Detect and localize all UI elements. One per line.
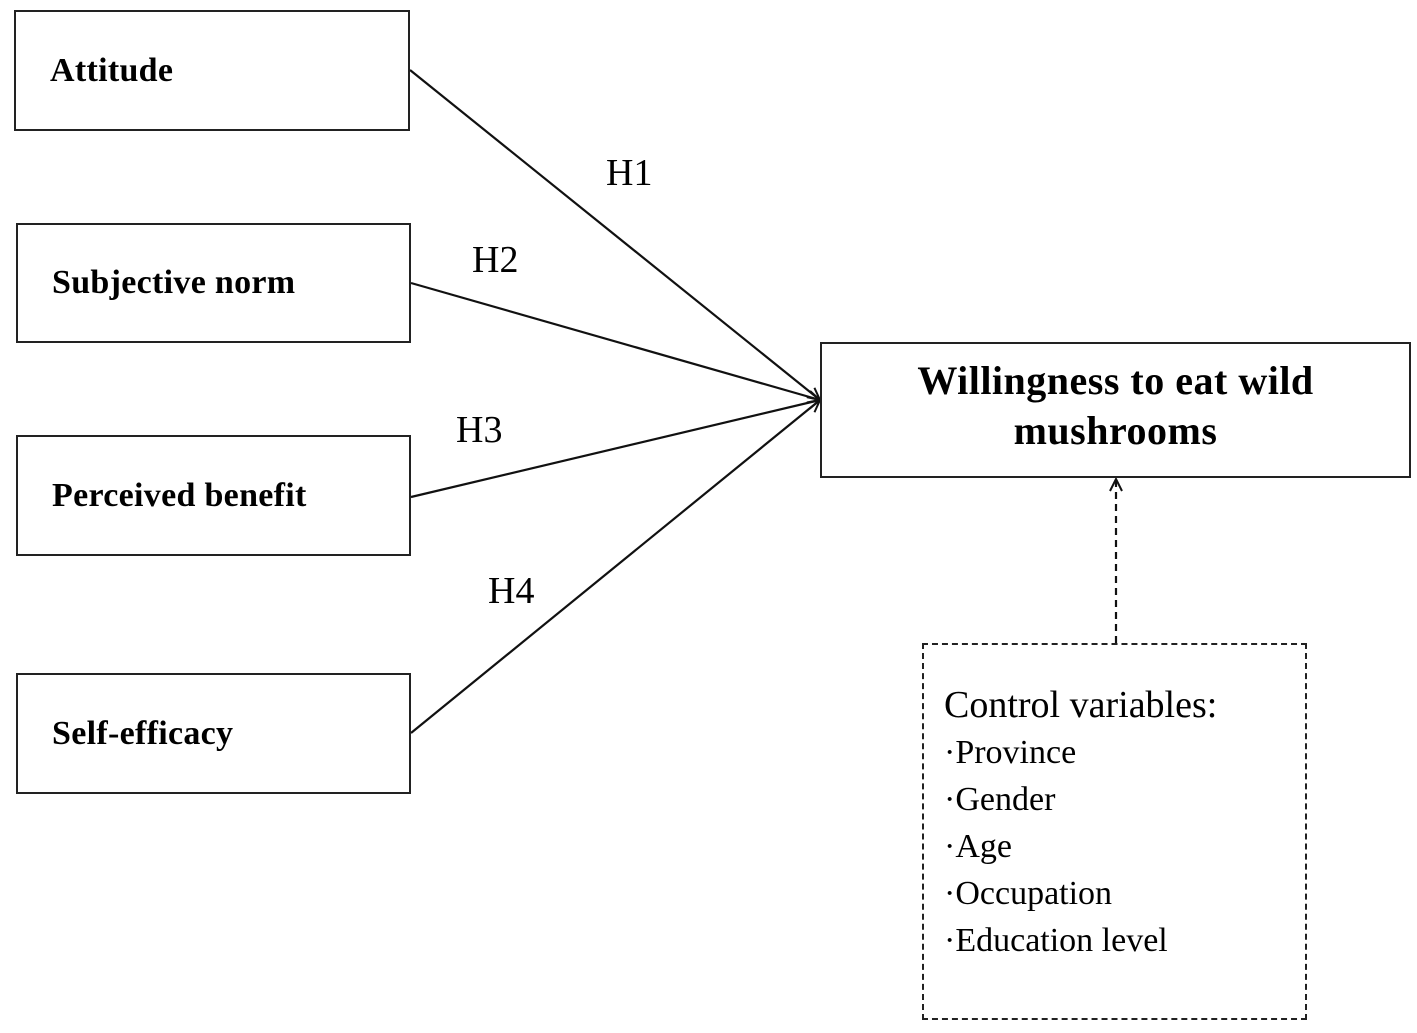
perceived-benefit-label: Perceived benefit <box>52 476 307 514</box>
control-variables-title: Control variables: <box>944 684 1218 726</box>
hypothesis-h2-label: H2 <box>472 239 519 281</box>
subjective-norm-label: Subjective norm <box>52 264 296 301</box>
hypothesis-h4-label: H4 <box>488 570 535 612</box>
perceived-benefit-box: Perceived benefit <box>16 435 411 556</box>
self-efficacy-box: Self-efficacy <box>16 673 411 794</box>
hypothesis-h3-label: H3 <box>456 409 503 451</box>
outcome-line-2: mushrooms <box>1013 408 1218 453</box>
self-efficacy-label: Self-efficacy <box>52 714 234 752</box>
arrow-h3 <box>410 400 820 499</box>
control-item-age: Age <box>944 823 1305 870</box>
control-item-education-level: Education level <box>944 917 1305 964</box>
control-item-gender: Gender <box>944 776 1305 823</box>
hypothesis-h1-label: H1 <box>606 152 653 194</box>
subjective-norm-box: Subjective norm <box>16 223 411 343</box>
outcome-line-1: Willingness to eat wild <box>917 358 1314 403</box>
outcome-label: Willingness to eat wild mushrooms <box>917 356 1313 456</box>
control-variables-box: Control variables: Province Gender Age O… <box>922 643 1307 1020</box>
arrow-h2 <box>410 281 820 400</box>
attitude-label: Attitude <box>50 51 174 89</box>
arrow-h1 <box>409 69 820 400</box>
outcome-box: Willingness to eat wild mushrooms <box>820 342 1411 478</box>
arrow-h4 <box>410 400 820 734</box>
control-variables-list: Province Gender Age Occupation Education… <box>944 729 1305 964</box>
control-item-province: Province <box>944 729 1305 776</box>
control-item-occupation: Occupation <box>944 870 1305 917</box>
attitude-box: Attitude <box>14 10 410 131</box>
